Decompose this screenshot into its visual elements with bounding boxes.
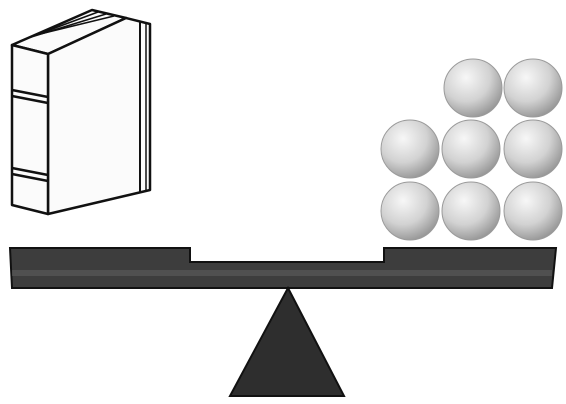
ball xyxy=(442,182,500,240)
ball xyxy=(504,59,562,117)
beam-grain-band xyxy=(12,270,552,276)
fulcrum xyxy=(230,288,344,396)
beam-plank xyxy=(10,248,556,288)
ball xyxy=(381,120,439,178)
ball xyxy=(504,182,562,240)
ball xyxy=(442,120,500,178)
ball xyxy=(381,182,439,240)
book-spine xyxy=(12,45,48,214)
book-front-cover xyxy=(48,18,150,214)
balls-group xyxy=(381,59,562,240)
beam xyxy=(10,248,556,288)
ball xyxy=(504,120,562,178)
book xyxy=(12,10,150,214)
ball xyxy=(444,59,502,117)
